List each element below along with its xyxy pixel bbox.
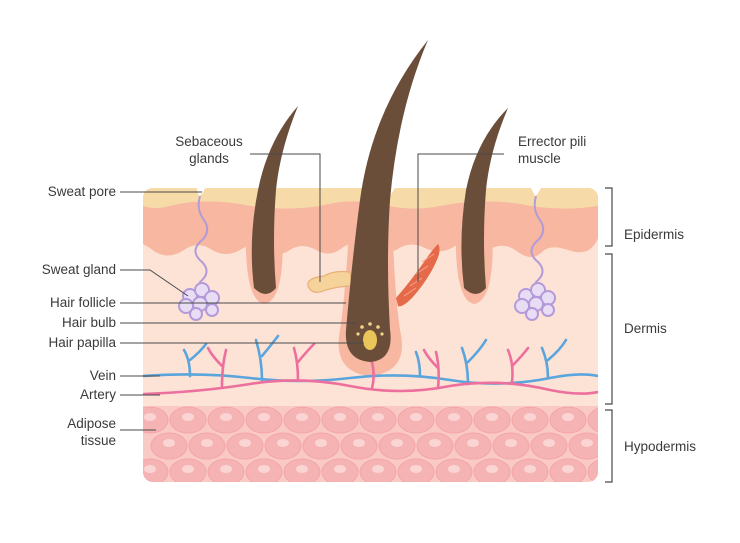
fat-cell-nucleus (600, 465, 612, 473)
sweat-duct-left (194, 195, 209, 293)
fat-cell-nucleus (315, 439, 327, 447)
erector-pili-striation (403, 253, 435, 297)
fat-cell-nucleus (543, 439, 555, 447)
label-hair-papilla: Hair papilla (48, 335, 116, 350)
label-sebaceous-line2: glands (189, 151, 229, 166)
fat-cell-nucleus (562, 465, 574, 473)
surface-notch (196, 188, 206, 196)
layer-brackets (605, 187, 613, 483)
label-sweat-gland: Sweat gland (42, 262, 116, 277)
label-erector-line1: Errector pili (518, 134, 586, 149)
label-hypodermis: Hypodermis (624, 439, 696, 454)
fat-cell-nucleus (239, 439, 251, 447)
fat-cell-nucleus (201, 439, 213, 447)
label-epidermis: Epidermis (624, 227, 684, 242)
fat-cell-nucleus (334, 465, 346, 473)
fat-cell-nucleus (581, 439, 593, 447)
label-erector-line2: muscle (518, 151, 561, 166)
fat-cell-nucleus (258, 465, 270, 473)
hair-shaft-center (345, 40, 428, 362)
fat-cell-nucleus (524, 465, 536, 473)
label-adipose-line1: Adipose (67, 416, 116, 431)
adipose-tissue (143, 406, 612, 482)
label-artery: Artery (80, 387, 116, 402)
fat-cell-nucleus (391, 439, 403, 447)
vein-network (143, 334, 598, 386)
fat-cell (587, 458, 598, 482)
sweat-gland-left (178, 282, 220, 321)
fat-cell-nucleus (505, 439, 517, 447)
sweat-gland-right (514, 282, 556, 321)
hair-shaft-left (251, 106, 298, 294)
fat-cell-nucleus (220, 413, 232, 421)
fat-cell-nucleus (486, 465, 498, 473)
fat-cell-nucleus (296, 465, 308, 473)
label-sebaceous-line1: Sebaceous (175, 134, 243, 149)
fat-cell-nucleus (334, 413, 346, 421)
bulb-dots (356, 322, 384, 336)
artery-network (143, 342, 598, 396)
fat-cell-nucleus (410, 465, 422, 473)
label-hair-follicle: Hair follicle (50, 295, 116, 310)
label-dermis: Dermis (624, 321, 667, 336)
hair-papilla (363, 330, 377, 350)
fat-cell-nucleus (182, 413, 194, 421)
fat-cell-nucleus (562, 413, 574, 421)
fat-cell-nucleus (144, 465, 156, 473)
fat-cell-nucleus (296, 413, 308, 421)
fat-cell-nucleus (163, 439, 175, 447)
surface-notch (530, 188, 542, 196)
fat-cell-nucleus (467, 439, 479, 447)
fat-cell-nucleus (144, 413, 156, 421)
fat-cell-nucleus (448, 413, 460, 421)
label-sweat-pore: Sweat pore (48, 184, 116, 199)
fat-cell-nucleus (372, 413, 384, 421)
sweat-duct-right (530, 195, 545, 293)
fat-cell (587, 406, 598, 434)
fat-cell-nucleus (486, 413, 498, 421)
label-adipose-line2: tissue (81, 433, 116, 448)
fat-cell-nucleus (353, 439, 365, 447)
fat-cell-nucleus (410, 413, 422, 421)
label-vein: Vein (90, 368, 116, 383)
fat-cell-nucleus (524, 413, 536, 421)
leader-lines (120, 153, 504, 431)
fat-cell-nucleus (182, 465, 194, 473)
fat-cell-nucleus (220, 465, 232, 473)
label-hair-bulb: Hair bulb (62, 315, 116, 330)
fat-cell-nucleus (372, 465, 384, 473)
fat-cell-nucleus (277, 439, 289, 447)
sebaceous-gland (307, 270, 353, 293)
hair-shaft-right (461, 108, 508, 294)
fat-cell-nucleus (600, 413, 612, 421)
fat-cell-nucleus (448, 465, 460, 473)
fat-cell-nucleus (429, 439, 441, 447)
fat-cell-nucleus (258, 413, 270, 421)
